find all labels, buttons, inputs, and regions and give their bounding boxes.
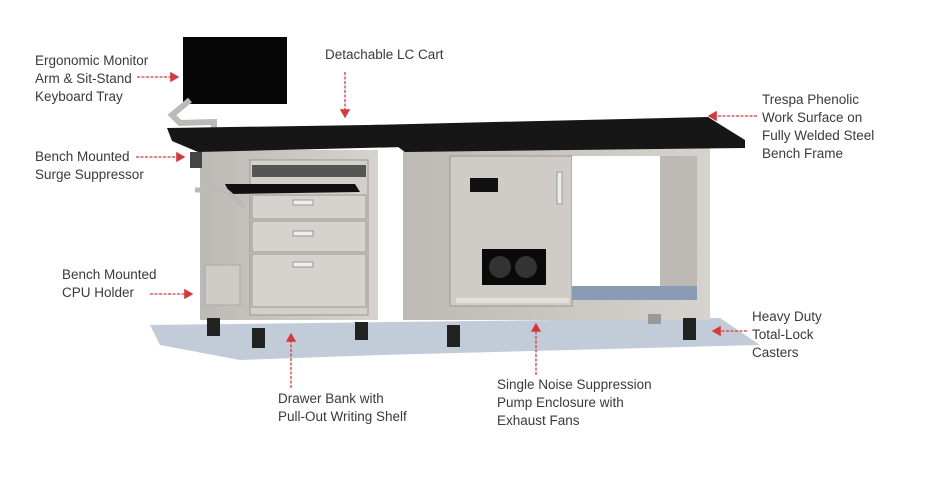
callout-surge-suppressor: Bench Mounted Surge Suppressor <box>35 149 144 182</box>
surge-suppressor <box>190 152 202 168</box>
drawer <box>251 194 367 220</box>
monitor-arm <box>167 97 217 132</box>
monitor <box>183 37 287 104</box>
keyboard-tray <box>225 184 360 194</box>
callout-casters: Heavy Duty Total-Lock Casters <box>752 309 822 360</box>
callout-lc-cart: Detachable LC Cart <box>325 47 444 62</box>
callout-cpu-holder: Bench Mounted CPU Holder <box>62 267 157 300</box>
work-surface-right <box>368 117 745 152</box>
callout-work-surface: Trespa Phenolic Work Surface on Fully We… <box>762 92 875 161</box>
callout-monitor-arm: Ergonomic Monitor Arm & Sit-Stand Keyboa… <box>35 53 149 104</box>
casters <box>207 314 696 348</box>
work-surface-left <box>167 125 405 152</box>
callout-pump-enclosure: Single Noise Suppression Pump Enclosure … <box>497 377 652 428</box>
callout-drawer-bank: Drawer Bank with Pull-Out Writing Shelf <box>278 391 407 424</box>
cpu-holder <box>204 264 241 306</box>
callout-arrows <box>136 71 757 388</box>
